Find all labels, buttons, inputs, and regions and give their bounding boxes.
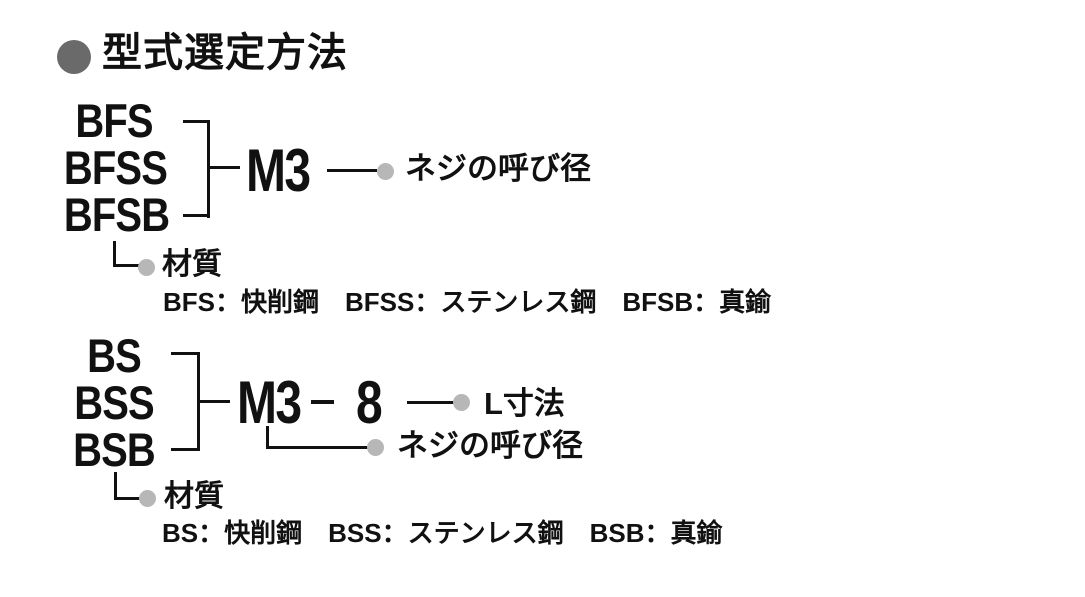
model-code: BFSB [63, 188, 170, 241]
connector-line-vertical [266, 426, 269, 449]
terminal-dot-icon [377, 163, 394, 180]
terminal-dot-icon [367, 439, 384, 456]
model-code: BSS [74, 376, 154, 429]
terminal-dot-icon [139, 490, 156, 507]
connector-line-horizontal [266, 446, 369, 449]
bracket-line-middle [207, 166, 240, 169]
thread-diameter-label: ネジの呼び径 [405, 151, 591, 186]
model-code-stack-2: BS BSS BSB [64, 332, 164, 473]
thread-code: M3 [237, 369, 302, 436]
model-code-stack-1: BFS BFSS BFSB [63, 94, 170, 241]
connector-line [407, 401, 455, 404]
material-label: 材質 [164, 480, 224, 513]
length-code: 8 [356, 369, 383, 436]
bracket-line-top [171, 352, 200, 355]
page-title: 型式選定方法 [102, 31, 348, 75]
material-legend: BFS：快削鋼 BFSS：ステンレス鋼 BFSB：真鍮 [163, 287, 772, 317]
thread-diameter-label: ネジの呼び径 [397, 428, 583, 463]
model-code: BSB [73, 423, 156, 476]
bracket-line-bottom [171, 448, 200, 451]
material-line-vertical [114, 472, 117, 500]
terminal-dot-icon [453, 394, 470, 411]
bracket-line-middle [197, 400, 230, 403]
bracket-line-top [183, 120, 210, 123]
bracket-line-vertical [207, 120, 210, 218]
thread-code: M3 [246, 137, 311, 204]
model-code: BFSS [63, 141, 168, 194]
material-legend: BS：快削鋼 BSS：ステンレス鋼 BSB：真鍮 [162, 518, 723, 548]
bracket-line-bottom [183, 214, 210, 217]
terminal-dot-icon [138, 259, 155, 276]
material-line-horizontal [114, 497, 142, 500]
model-code: BFS [75, 94, 153, 147]
model-code: BS [87, 329, 142, 382]
hyphen-separator [311, 400, 334, 404]
material-label: 材質 [162, 248, 222, 281]
material-line-vertical [113, 241, 116, 267]
length-label: L寸法 [484, 386, 565, 421]
section-bullet-icon [57, 40, 91, 74]
connector-line [327, 169, 377, 172]
material-line-horizontal [113, 264, 141, 267]
